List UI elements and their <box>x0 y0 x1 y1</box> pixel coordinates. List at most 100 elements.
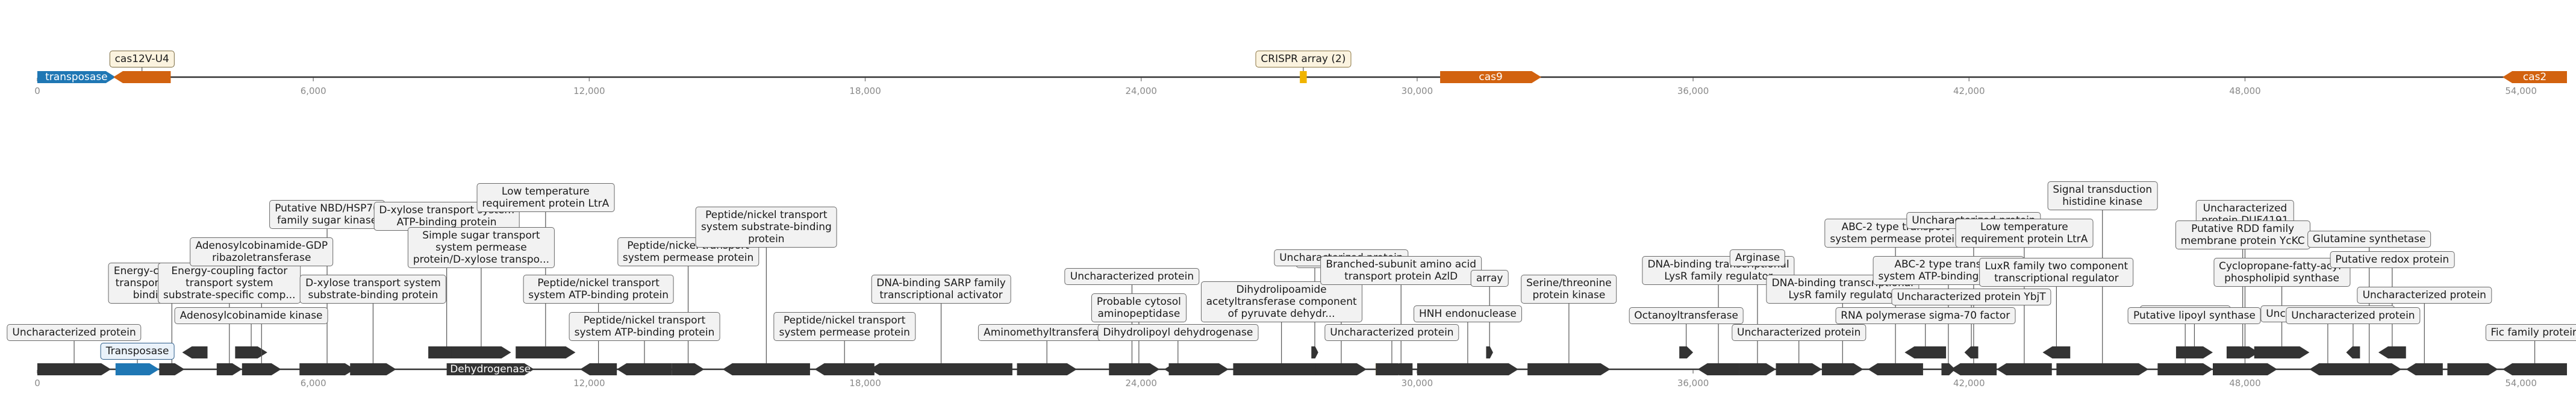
gene-arrow[interactable] <box>1868 363 1923 375</box>
gene-arrow[interactable] <box>2254 346 2310 358</box>
gene-label: Peptide/nickel transport system substrat… <box>695 207 837 248</box>
gene-arrow[interactable] <box>1950 363 1997 375</box>
gene-label: Putative NBD/HSP70 family sugar kinase <box>269 200 385 229</box>
tick-label: 0 <box>34 86 40 96</box>
gene-arrow[interactable] <box>814 363 875 375</box>
gene-arrow[interactable] <box>2226 346 2259 358</box>
gene-label: Glutamine synthetase <box>2307 231 2431 248</box>
gene-arrow[interactable] <box>617 363 672 375</box>
gene-arrow[interactable] <box>37 71 116 83</box>
gene-arrow[interactable] <box>1486 346 1493 358</box>
gene-arrow[interactable] <box>1389 363 1413 375</box>
gene-arrow[interactable] <box>115 363 160 375</box>
gene-arrow[interactable] <box>1017 363 1077 375</box>
tick-label: 42,000 <box>1953 378 1985 389</box>
tick-label: 18,000 <box>849 378 881 389</box>
gene-arrow[interactable] <box>1440 71 1542 83</box>
gene-arrow[interactable] <box>1311 346 1318 358</box>
gene-label: Branched-subunit amino acid transport pr… <box>1320 256 1482 285</box>
gene-arrow[interactable] <box>1941 363 1956 375</box>
gene-arrow[interactable] <box>159 363 185 375</box>
tick-label: 6,000 <box>300 378 326 389</box>
tick-label: 30,000 <box>1401 378 1433 389</box>
gene-label: Simple sugar transport system permease p… <box>407 227 555 268</box>
gene-arrow[interactable] <box>2447 363 2498 375</box>
gene-arrow[interactable] <box>216 363 242 375</box>
gene-label: Arginase <box>1729 249 1786 266</box>
gene-arrow[interactable] <box>1739 363 1776 375</box>
gene-arrow[interactable] <box>722 363 810 375</box>
gene-arrow[interactable] <box>350 363 396 375</box>
tick-label: 12,000 <box>573 378 605 389</box>
tick-label: 24,000 <box>1125 86 1157 96</box>
gene-arrow[interactable] <box>1776 363 1822 375</box>
gene-arrow[interactable] <box>451 346 511 358</box>
gene-label: D-xylose transport system substrate-bind… <box>300 275 446 304</box>
gene-arrow[interactable] <box>182 346 208 358</box>
gene-arrow[interactable] <box>2042 346 2071 358</box>
gene-label: Octanoyltransferase <box>1629 307 1744 324</box>
gene-arrow[interactable] <box>2346 346 2360 358</box>
gene-arrow[interactable] <box>2157 363 2213 375</box>
gene-label: Fic family protein <box>2485 324 2576 341</box>
gene-arrow[interactable] <box>1997 363 2052 375</box>
gene-arrow[interactable] <box>1417 363 1518 375</box>
tick-label: 36,000 <box>1677 378 1709 389</box>
gene-arrow[interactable] <box>1118 363 1160 375</box>
gene-arrow[interactable] <box>1904 346 1947 358</box>
gene-arrow[interactable] <box>580 363 617 375</box>
gene-arrow[interactable] <box>672 363 705 375</box>
top-track <box>37 67 2567 83</box>
gene-label: Adenosylcobinamide-GDP ribazoletransfera… <box>190 237 334 266</box>
gene-label: Serine/threonine protein kinase <box>1521 275 1617 304</box>
gene-arrow[interactable] <box>1821 363 1863 375</box>
gene-arrow[interactable] <box>446 363 534 375</box>
gene-label: Uncharacterized protein <box>2357 287 2492 304</box>
gene-label-inside: cas2 <box>2522 71 2547 83</box>
gene-label: Dihydrolipoamide acetyltransferase compo… <box>1200 281 1362 322</box>
tick-label: 6,000 <box>300 86 326 96</box>
gene-arrow[interactable] <box>2503 363 2567 375</box>
gene-label: Signal transduction histidine kinase <box>2047 181 2158 210</box>
gene-label-inside: cas9 <box>1479 71 1503 83</box>
gene-arrow[interactable] <box>2213 363 2277 375</box>
bottom-track <box>37 210 2567 375</box>
gene-arrow[interactable] <box>2406 363 2443 375</box>
gene-arrow[interactable] <box>1168 363 1229 375</box>
gene-arrow[interactable] <box>1527 363 1611 375</box>
gene-arrow[interactable] <box>2378 346 2406 358</box>
gene-arrow[interactable] <box>2175 346 2213 358</box>
gene-label: RNA polymerase sigma-70 factor <box>1835 307 2016 324</box>
gene-arrow[interactable] <box>516 346 576 358</box>
gene-arrow[interactable] <box>1697 363 1739 375</box>
gene-label: array <box>1470 270 1509 287</box>
gene-arrow[interactable] <box>2056 363 2149 375</box>
gene-arrow[interactable] <box>242 363 281 375</box>
gene-arrow[interactable] <box>1300 71 1307 83</box>
tick-label: 42,000 <box>1953 86 1985 96</box>
gene-label: Uncharacterized protein <box>1324 324 1459 341</box>
gene-label: Uncharacterized protein YbjT <box>1891 289 2051 305</box>
gene-label: Putative lipoyl synthase <box>2128 307 2261 324</box>
gene-arrow[interactable] <box>870 363 1012 375</box>
tick-label: 36,000 <box>1677 86 1709 96</box>
gene-arrow[interactable] <box>37 363 111 375</box>
gene-label: Uncharacterized protein <box>7 324 142 341</box>
gene-arrow[interactable] <box>1233 363 1330 375</box>
tick-label: 48,000 <box>2229 378 2261 389</box>
gene-arrow[interactable] <box>2337 363 2402 375</box>
gene-label: Cyclopropane-fatty-acyl- phospholipid sy… <box>2213 258 2351 287</box>
gene-label: Dihydrolipoyl dehydrogenase <box>1097 324 1259 341</box>
gene-label: CRISPR array (2) <box>1255 51 1352 67</box>
tick-label: 48,000 <box>2229 86 2261 96</box>
gene-arrow[interactable] <box>299 363 355 375</box>
gene-arrow[interactable] <box>2503 71 2567 83</box>
gene-arrow[interactable] <box>1315 363 1367 375</box>
gene-arrow[interactable] <box>113 71 171 83</box>
gene-arrow[interactable] <box>235 346 267 358</box>
gene-label: Peptide/nickel transport system permease… <box>773 312 915 341</box>
gene-label: Energy-coupling factor transport system … <box>158 263 301 304</box>
gene-arrow[interactable] <box>1679 346 1694 358</box>
gene-arrow[interactable] <box>1964 346 1979 358</box>
